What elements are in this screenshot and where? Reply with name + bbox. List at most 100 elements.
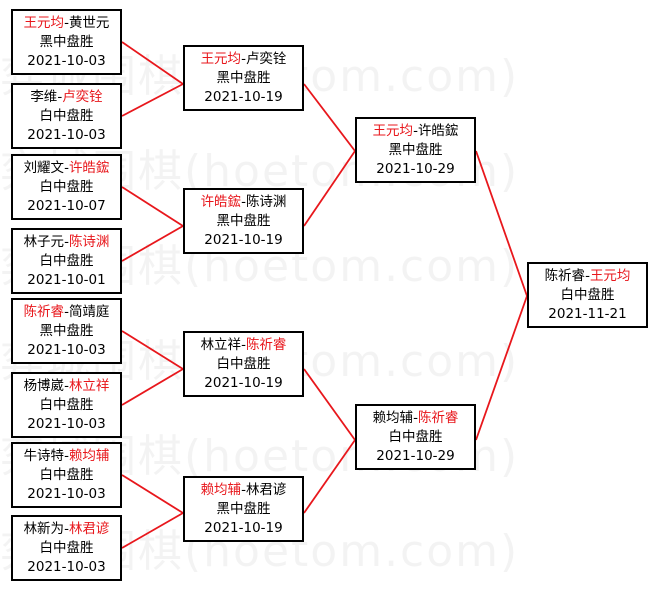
player-white: 陈祈睿: [245, 336, 287, 353]
connector-r2-3: [303, 368, 356, 441]
player-white: 卢奕铨: [245, 50, 287, 67]
connector-r1-6: [121, 368, 184, 406]
match-players: 林立祥-陈祈睿: [200, 336, 287, 353]
player-black: 林子元: [23, 233, 65, 250]
player-white: 赖均辅: [68, 447, 110, 464]
player-black: 王元均: [372, 122, 414, 139]
connector-r2-4: [303, 439, 356, 514]
match-date: 2021-10-19: [204, 374, 283, 391]
match-players: 陈祈睿-王元均: [544, 267, 631, 284]
match-r2-4: 赖均辅-林君谚 黑中盘胜 2021-10-19: [183, 476, 304, 542]
player-white: 许皓鋐: [68, 159, 110, 176]
connector-r1-3: [121, 186, 184, 227]
match-date: 2021-10-07: [27, 197, 106, 214]
player-black: 牛诗特: [23, 447, 65, 464]
match-date: 2021-10-19: [204, 88, 283, 105]
player-black: 赖均辅: [200, 481, 242, 498]
match-r3-1: 王元均-许皓鋐 黑中盘胜 2021-10-29: [355, 117, 476, 183]
match-r1-2: 李维-卢奕铨 白中盘胜 2021-10-03: [11, 83, 122, 149]
match-result: 白中盘胜: [388, 428, 443, 445]
connector-r2-2: [303, 150, 356, 227]
connector-r1-2: [121, 83, 184, 117]
match-result: 黑中盘胜: [39, 33, 94, 50]
player-black: 刘耀文: [23, 159, 65, 176]
match-date: 2021-10-03: [27, 341, 106, 358]
match-r1-1: 王元均-黄世元 黑中盘胜 2021-10-03: [11, 9, 122, 75]
match-r1-4: 林子元-陈诗渊 白中盘胜 2021-10-01: [11, 228, 122, 294]
connector-r3-2: [475, 295, 528, 441]
match-r3-2: 赖均辅-陈祈睿 白中盘胜 2021-10-29: [355, 404, 476, 470]
match-r1-6: 杨博崴-林立祥 白中盘胜 2021-10-03: [11, 372, 122, 438]
player-white: 林君谚: [245, 481, 287, 498]
connector-r1-5: [121, 330, 184, 370]
match-players: 赖均辅-陈祈睿: [372, 409, 459, 426]
match-r1-7: 牛诗特-赖均辅 白中盘胜 2021-10-03: [11, 442, 122, 508]
match-r1-5: 陈祈睿-简靖庭 黑中盘胜 2021-10-03: [11, 298, 122, 364]
match-players: 许皓鋐-陈诗渊: [200, 193, 287, 210]
match-result: 白中盘胜: [39, 252, 94, 269]
player-white: 陈诗渊: [68, 233, 110, 250]
player-white: 王元均: [589, 267, 631, 284]
connector-r1-1: [121, 41, 184, 85]
match-players: 王元均-许皓鋐: [372, 122, 459, 139]
match-players: 刘耀文-许皓鋐: [23, 159, 110, 176]
match-result: 白中盘胜: [39, 107, 94, 124]
player-white: 许皓鋐: [417, 122, 459, 139]
player-white: 林立祥: [68, 377, 110, 394]
match-date: 2021-10-03: [27, 415, 106, 432]
player-black: 许皓鋐: [200, 193, 242, 210]
match-result: 白中盘胜: [39, 396, 94, 413]
match-result: 黑中盘胜: [216, 212, 271, 229]
player-white: 林君谚: [68, 520, 110, 537]
player-white: 陈诗渊: [245, 193, 287, 210]
player-black: 陈祈睿: [544, 267, 586, 284]
match-players: 王元均-卢奕铨: [200, 50, 287, 67]
player-black: 杨博崴: [23, 377, 65, 394]
match-players: 陈祈睿-简靖庭: [23, 303, 110, 320]
match-r1-8: 林新为-林君谚 白中盘胜 2021-10-03: [11, 515, 122, 581]
player-white: 卢奕铨: [62, 88, 103, 105]
connector-r2-1: [303, 83, 356, 152]
match-date: 2021-10-19: [204, 519, 283, 536]
match-result: 白中盘胜: [216, 355, 271, 372]
match-players: 牛诗特-赖均辅: [23, 447, 110, 464]
connector-r1-8: [121, 512, 184, 549]
connector-r3-1: [475, 150, 528, 297]
match-date: 2021-10-29: [376, 160, 455, 177]
match-r2-2: 许皓鋐-陈诗渊 黑中盘胜 2021-10-19: [183, 188, 304, 254]
player-white: 陈祈睿: [417, 409, 459, 426]
player-black: 王元均: [23, 14, 65, 31]
match-result: 白中盘胜: [39, 178, 94, 195]
player-black: 赖均辅: [372, 409, 414, 426]
match-players: 王元均-黄世元: [23, 14, 110, 31]
match-date: 2021-10-19: [204, 231, 283, 248]
match-result: 白中盘胜: [39, 466, 94, 483]
match-date: 2021-10-03: [27, 126, 106, 143]
match-players: 林子元-陈诗渊: [23, 233, 110, 250]
match-players: 赖均辅-林君谚: [200, 481, 287, 498]
player-white: 简靖庭: [68, 303, 110, 320]
player-white: 黄世元: [68, 14, 110, 31]
match-result: 黑中盘胜: [388, 141, 443, 158]
match-date: 2021-10-03: [27, 558, 106, 575]
match-players: 林新为-林君谚: [23, 520, 110, 537]
player-black: 陈祈睿: [23, 303, 65, 320]
match-players: 李维-卢奕铨: [30, 88, 103, 105]
match-players: 杨博崴-林立祥: [23, 377, 110, 394]
match-r2-1: 王元均-卢奕铨 黑中盘胜 2021-10-19: [183, 45, 304, 111]
match-result: 白中盘胜: [560, 286, 615, 303]
match-date: 2021-10-03: [27, 485, 106, 502]
match-result: 黑中盘胜: [216, 69, 271, 86]
match-date: 2021-10-01: [27, 271, 106, 288]
player-black: 王元均: [200, 50, 242, 67]
match-r1-3: 刘耀文-许皓鋐 白中盘胜 2021-10-07: [11, 154, 122, 220]
match-date: 2021-10-03: [27, 52, 106, 69]
match-date: 2021-10-29: [376, 447, 455, 464]
match-r2-3: 林立祥-陈祈睿 白中盘胜 2021-10-19: [183, 331, 304, 397]
player-black: 林新为: [23, 520, 65, 537]
player-black: 林立祥: [200, 336, 242, 353]
player-black: 李维: [30, 88, 58, 105]
match-result: 黑中盘胜: [216, 500, 271, 517]
